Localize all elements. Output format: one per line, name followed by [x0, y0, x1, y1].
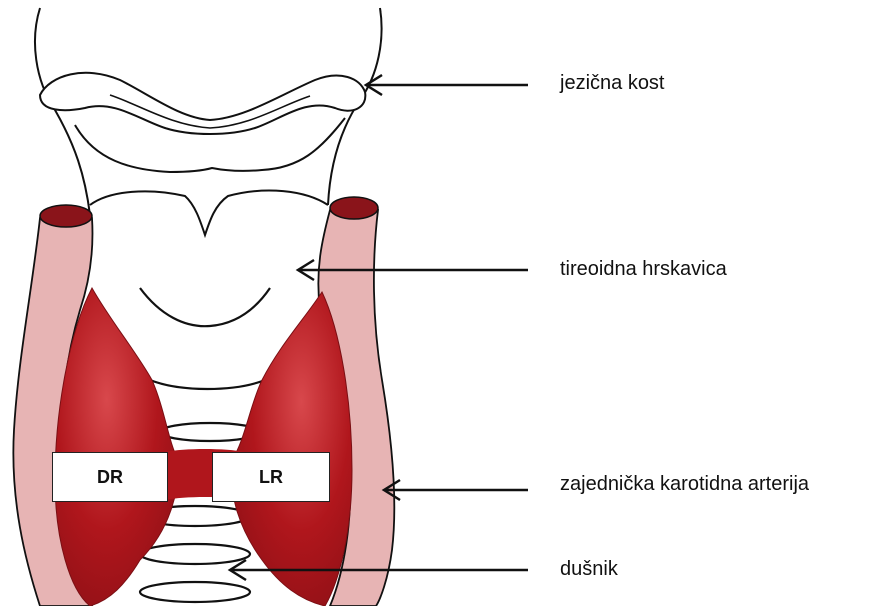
thyroid-cartilage-line	[140, 288, 270, 326]
carotid-cap-right	[40, 205, 92, 227]
thyroid-lobe-left	[231, 292, 352, 606]
label-hyoid-bone: jezična kost	[560, 71, 665, 95]
lobe-label-left: LR	[212, 452, 330, 502]
neck-outline-left	[35, 8, 90, 215]
label-thyroid-cartilage: tireoidna hrskavica	[560, 257, 727, 281]
label-trachea: dušnik	[560, 557, 618, 581]
thyroid-notch	[90, 190, 328, 235]
carotid-cap-left	[330, 197, 378, 219]
cricoid-cartilage	[150, 380, 265, 389]
tracheal-ring	[140, 544, 250, 564]
lobe-label-right: DR	[52, 452, 168, 502]
label-common-carotid-artery: zajednička karotidna arterija	[560, 472, 809, 496]
hyoid-bone	[40, 73, 365, 134]
tracheal-ring	[140, 582, 250, 602]
